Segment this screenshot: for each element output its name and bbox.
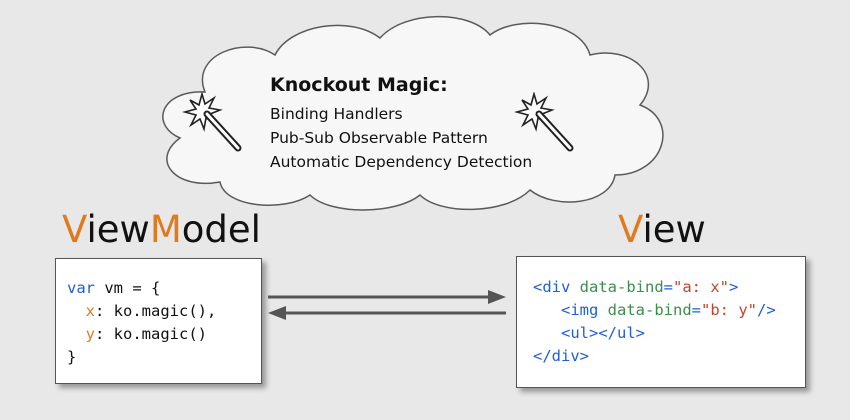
- left-arrow: [268, 306, 506, 320]
- code-line: <div data-bind="a: x">: [533, 276, 805, 299]
- code-text: }: [67, 348, 77, 366]
- code-string: "a: x": [673, 278, 730, 296]
- code-line: <img data-bind="b: y"/>: [533, 299, 805, 322]
- code-line: <ul></ul>: [533, 322, 805, 345]
- code-indent: [67, 302, 86, 320]
- heading-fragment: iew: [86, 208, 150, 251]
- code-indent: [67, 325, 86, 343]
- code-tag: />: [757, 301, 776, 319]
- code-line: var vm = {: [67, 277, 261, 300]
- viewmodel-code-box: var vm = { x: ko.magic(), y: ko.magic() …: [55, 258, 262, 384]
- code-attribute: data-bind: [579, 278, 664, 296]
- code-line: x: ko.magic(),: [67, 300, 261, 323]
- viewmodel-heading: ViewModel: [62, 208, 261, 251]
- code-tag: <img: [561, 301, 608, 319]
- heading-fragment: iew: [642, 208, 706, 251]
- code-line: </div>: [533, 345, 805, 368]
- code-tag: <ul></ul>: [561, 324, 645, 342]
- cloud-line-binding-handlers: Binding Handlers: [270, 105, 403, 123]
- code-text: : ko.magic(): [95, 325, 207, 343]
- cloud-title: Knockout Magic:: [270, 74, 448, 96]
- code-tag: <div: [533, 278, 580, 296]
- code-tag: </div>: [533, 347, 589, 365]
- code-indent: [533, 324, 561, 342]
- code-attribute: data-bind: [607, 301, 692, 319]
- magic-wand-icon: [513, 92, 574, 152]
- code-keyword: var: [67, 279, 95, 297]
- code-line: }: [67, 346, 261, 369]
- magic-wand-icon: [181, 92, 242, 152]
- cloud-line-dependency-detection: Automatic Dependency Detection: [270, 153, 533, 171]
- code-property: y: [85, 325, 96, 343]
- code-tag: >: [729, 278, 739, 296]
- code-text: : ko.magic(),: [95, 302, 217, 320]
- code-indent: [533, 301, 561, 319]
- view-code-box: <div data-bind="a: x"> <img data-bind="b…: [516, 256, 806, 388]
- code-string: "b: y": [701, 301, 758, 319]
- code-equals: =: [691, 301, 702, 319]
- code-text: vm = {: [95, 279, 161, 297]
- binding-arrows: [268, 290, 506, 320]
- right-arrow: [268, 290, 506, 304]
- heading-letter: V: [618, 208, 643, 251]
- heading-fragment: odel: [181, 208, 261, 251]
- code-equals: =: [663, 278, 674, 296]
- code-line: y: ko.magic(): [67, 323, 261, 346]
- heading-letter: V: [62, 208, 87, 251]
- cloud-content: Knockout Magic: Binding Handlers Pub-Sub…: [270, 74, 532, 174]
- heading-letter: M: [149, 208, 182, 251]
- cloud-line-pubsub: Pub-Sub Observable Pattern: [270, 129, 488, 147]
- view-heading: View: [618, 208, 706, 251]
- code-property: x: [85, 302, 96, 320]
